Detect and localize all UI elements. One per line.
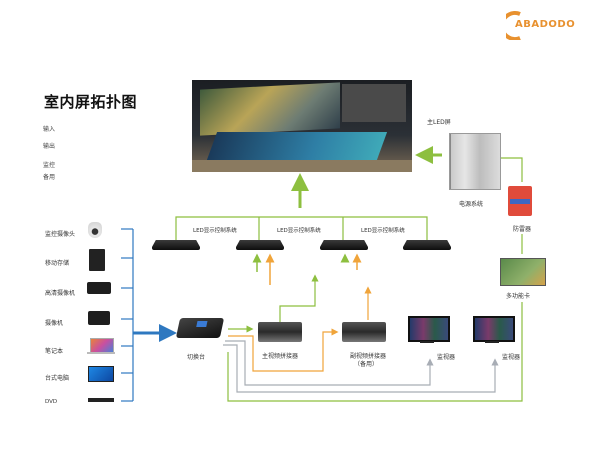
logo-text: ABADODO [515,19,576,30]
hd-camcorder-icon [87,282,111,294]
source-label: 移动存储 [45,260,70,267]
main-led-screen-image [192,80,412,172]
main-splicer-icon [258,322,302,342]
dome-camera-icon [88,222,102,238]
backup-splicer-sublabel: （备用） [354,361,379,368]
source-label: 台式电脑 [45,375,70,382]
monitor-label: 监视器 [437,354,456,361]
surge-protector-icon [508,186,532,216]
source-label: 笔记本 [45,348,64,355]
camcorder-icon [88,311,110,325]
multifunction-card-label: 多功能卡 [506,293,531,300]
legend-output: 输出 [43,143,56,150]
switcher-label: 切换台 [187,354,206,361]
led-controller-label: LED显示控制系统 [277,228,321,234]
storage-device-icon [89,249,105,271]
multifunction-card-icon [500,258,546,286]
led-controller-label: LED显示控制系统 [361,228,405,234]
led-controller-label: LED显示控制系统 [193,228,237,234]
page-title: 室内屏拓扑图 [44,93,138,111]
monitor-icon [473,316,515,342]
monitor-stand [485,341,499,343]
dvd-player-icon [88,398,114,402]
surge-protector-label: 防雷器 [513,226,532,233]
legend-monitor: 监控 [43,162,56,169]
backup-splicer-label: 副视频拼接器 [350,353,387,360]
led-controller-3 [320,240,368,250]
source-label: 高清摄像机 [45,290,76,297]
backup-splicer-icon [342,322,386,342]
laptop-icon [90,338,114,353]
legend-input: 输入 [43,126,56,133]
source-label: DVD [45,399,58,405]
led-controller-2 [236,240,284,250]
legend-backup: 备用 [43,174,56,181]
desktop-computer-icon [88,366,114,382]
laptop-base [87,352,115,354]
monitor-label: 监视器 [502,354,521,361]
led-controller-1 [152,240,200,250]
main-led-screen-label: 主LED屏 [427,119,451,126]
monitor-stand [420,341,434,343]
power-system-label: 电源系统 [459,201,484,208]
led-controller-4 [403,240,451,250]
video-switcher-icon [175,318,225,338]
main-splicer-label: 主视频拼接器 [262,353,299,360]
source-label: 摄像机 [45,320,64,327]
input-bus [121,228,134,402]
power-cabinet-icon [449,133,501,190]
monitor-icon [408,316,450,342]
source-label: 监控摄像头 [45,231,76,238]
